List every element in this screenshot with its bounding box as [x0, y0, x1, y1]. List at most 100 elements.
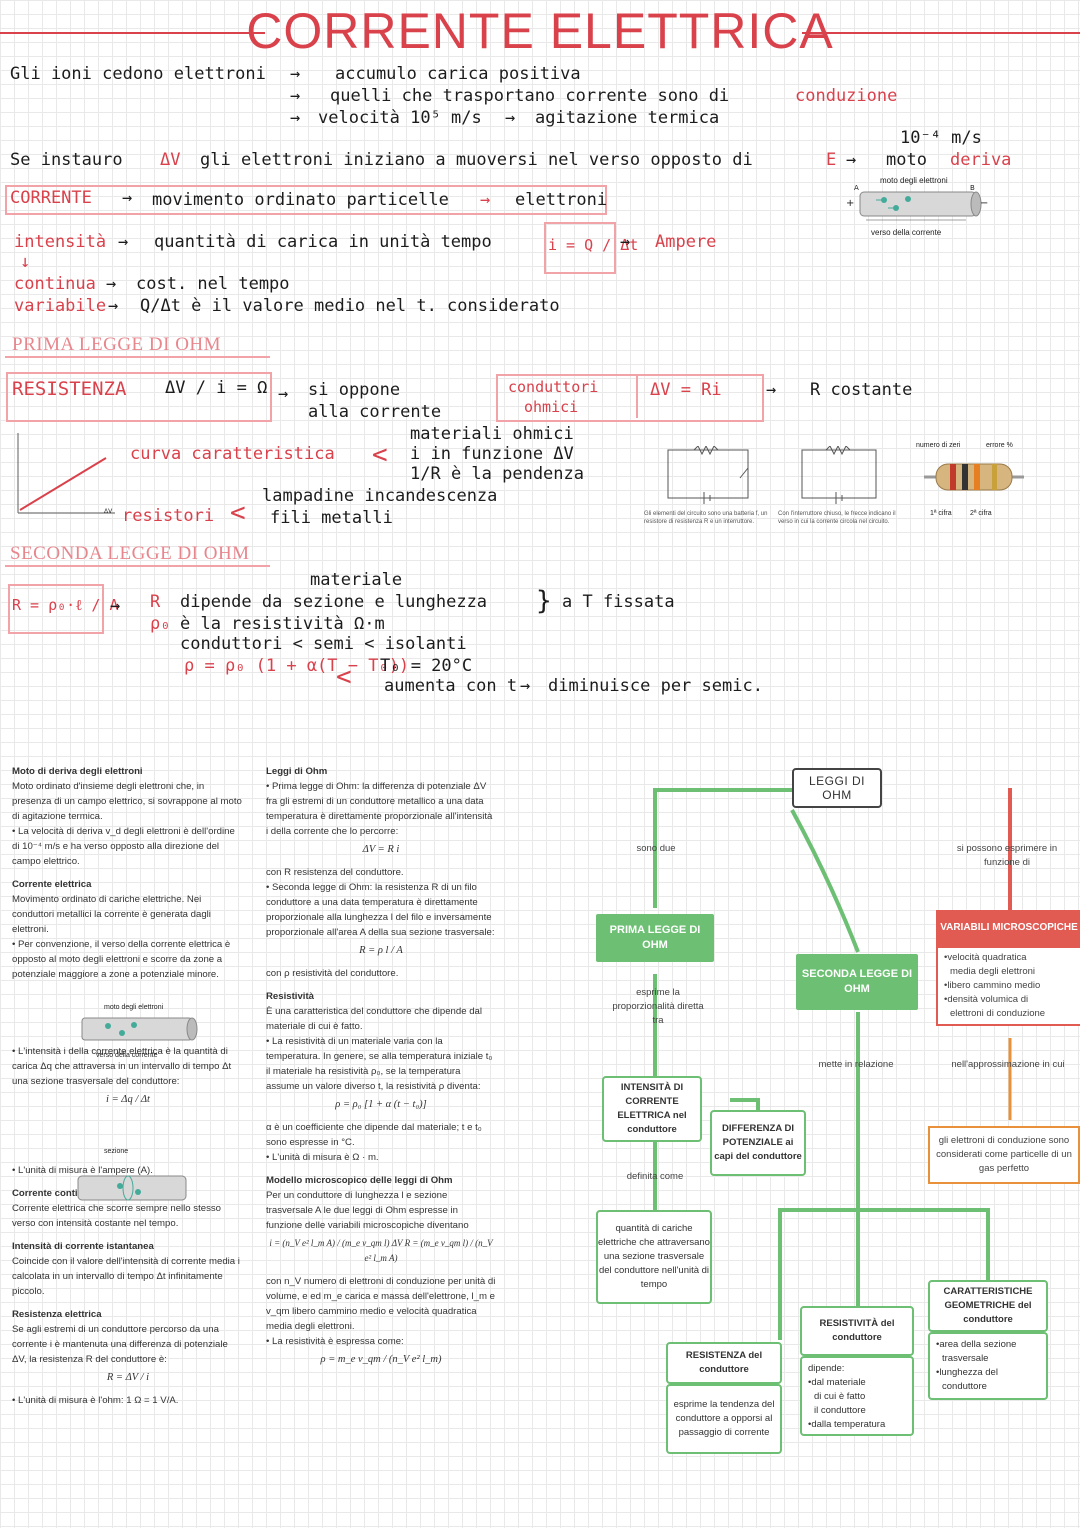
- book-heading: Leggi di Ohm: [266, 766, 328, 777]
- arrow-icon: →: [278, 384, 289, 404]
- intensita-def: quantità di carica in unità tempo: [154, 232, 492, 252]
- book-formula: ρ = ρ₀ [1 + α (t − t₀)]: [335, 1099, 427, 1110]
- book-paragraph: Movimento ordinato di cariche elettriche…: [12, 894, 211, 935]
- note-conduzione: conduzione: [795, 86, 898, 106]
- book-paragraph: Per un conduttore di lunghezza l e sezio…: [266, 1190, 469, 1231]
- r-symbol: R: [150, 592, 161, 612]
- mm-caratt-item: conduttore: [942, 1381, 987, 1392]
- mm-caratt-item: trasversale: [942, 1353, 989, 1364]
- mindmap-root: LEGGI DI OHM: [792, 768, 882, 808]
- conduttori-ohmici-2: ohmici: [524, 398, 579, 416]
- rho-symbol: ρ₀: [150, 614, 171, 634]
- note-ioni: Gli ioni cedono elettroni: [10, 64, 266, 84]
- note-campo-e: E: [826, 150, 837, 170]
- title-rule-left: [0, 32, 265, 34]
- book-paragraph: con R resistenza del conduttore.: [266, 867, 404, 878]
- conductor-svg: [859, 191, 982, 221]
- label-a: A: [854, 184, 859, 192]
- resistenza-formula: ΔV / i = Ω: [165, 378, 268, 398]
- note-agitazione: agitazione termica: [535, 108, 720, 128]
- arrow-icon: →: [290, 86, 301, 106]
- book-formula: ρ = m_e v_qm / (n_V e² l_m): [320, 1354, 442, 1365]
- title-rule-right: [802, 32, 1080, 34]
- book-paragraph: • Per convenzione, il verso della corren…: [12, 939, 231, 980]
- si-oppone-2: alla corrente: [308, 402, 442, 422]
- book-paragraph: Moto ordinato d'insieme degli elettroni …: [12, 781, 242, 822]
- book-paragraph: • L'unità di misura è Ω · m.: [266, 1152, 379, 1163]
- resistor-zeri: numero di zeri: [916, 442, 961, 449]
- book-paragraph: • L'unità di misura è l'ohm: 1 Ω = 1 V/A…: [12, 1395, 179, 1406]
- formula-i-box: [544, 222, 616, 274]
- book-heading: Moto di deriva degli elettroni: [12, 766, 143, 777]
- conduttori-ohmici-1: conduttori: [508, 378, 599, 396]
- page-title: CORRENTE ELETTRICA: [246, 3, 834, 59]
- intensita-label: intensità: [14, 232, 107, 252]
- mm-esprime: esprime la proporzionalità diretta tra: [612, 987, 704, 1026]
- graph-iv: [17, 433, 115, 514]
- resistor-cifra1: 1ª cifra: [930, 510, 952, 517]
- graph-axis-dv: ΔV: [104, 508, 113, 515]
- book-heading: Corrente continua: [12, 1188, 95, 1199]
- mm-intensita: INTENSITÀ DI CORRENTE ELETTRICA nel cond…: [602, 1076, 702, 1142]
- book-sezione-figure: [77, 1175, 187, 1201]
- arrow-down-icon: ↓: [20, 252, 31, 272]
- mm-resistenza: RESISTENZA del conduttore: [666, 1342, 782, 1384]
- resistenza-label: RESISTENZA: [12, 378, 127, 400]
- mm-dipende-item: •dal materiale: [808, 1377, 866, 1388]
- mm-si-possono: si possono esprimere in funzione di: [956, 843, 1058, 868]
- resistenza-box: [6, 372, 272, 422]
- mm-variabili: VARIABILI MICROSCOPICHE: [936, 910, 1080, 946]
- section-rule: [5, 356, 270, 358]
- mm-resistivita: RESISTIVITÀ del conduttore: [800, 1306, 914, 1356]
- mm-variabili-item: •velocità quadratica: [944, 952, 1027, 963]
- mm-prima-legge: PRIMA LEGGE DI OHM: [596, 914, 714, 962]
- note-deriva: deriva: [950, 150, 1012, 170]
- corrente-def: movimento ordinato particelle: [152, 190, 449, 210]
- arrow-icon: →: [505, 108, 516, 128]
- arrow-icon: →: [290, 64, 301, 84]
- resistor-figure: [924, 463, 1024, 491]
- mm-resistenza-desc: esprime la tendenza del conduttore a opp…: [666, 1384, 782, 1454]
- book-column-1: Moto di deriva degli elettroni Moto ordi…: [12, 764, 244, 1408]
- ohmici-divider: [636, 374, 638, 418]
- rho-formula: ρ = ρ₀ (1 + α(T − T₀)): [184, 656, 410, 676]
- in-funzione: i in funzione ΔV: [410, 444, 574, 464]
- mm-approssimazione: nell'approssimazione in cui: [951, 1059, 1065, 1070]
- note-moto: moto: [886, 150, 927, 170]
- aumenta: aumenta con t: [384, 676, 518, 696]
- corrente-label: CORRENTE: [10, 188, 92, 208]
- arrow-icon: →: [520, 676, 531, 696]
- book-paragraph: Se agli estremi di un conduttore percors…: [12, 1324, 228, 1365]
- label-minus: −: [980, 198, 989, 209]
- mm-variabili-item: elettroni di conduzione: [950, 1008, 1046, 1019]
- mm-variabili-item: •libero cammino medio: [944, 980, 1041, 991]
- label-plus: +: [846, 198, 855, 209]
- note-dv: ΔV: [160, 150, 181, 170]
- mm-dipende-item: •dalla temperatura: [808, 1419, 886, 1430]
- brace-icon: <: [230, 498, 246, 528]
- dipende-da: dipende da sezione e lunghezza: [180, 592, 488, 612]
- pendenza: 1/R è la pendenza: [410, 464, 584, 484]
- formula-r: R = ρ₀·ℓ / A: [12, 596, 119, 614]
- book-formula: ΔV = R i: [362, 844, 400, 855]
- book-label-moto: moto degli elettroni: [104, 1004, 164, 1011]
- section-seconda-legge: SECONDA LEGGE DI OHM: [10, 543, 250, 564]
- mm-dipende-item: il conduttore: [814, 1405, 866, 1416]
- note-trasportano: quelli che trasportano corrente sono di: [330, 86, 730, 106]
- variabile-label: variabile: [14, 296, 107, 316]
- formula-i: i = Q / Δt: [548, 236, 639, 254]
- mm-caratteristiche: CARATTERISTICHE GEOMETRICHE del condutto…: [928, 1280, 1048, 1332]
- arrow-icon: →: [766, 380, 777, 400]
- mm-dipende-box: dipende: •dal materiale di cui è fatto i…: [800, 1356, 914, 1436]
- mm-dipende-item: di cui è fatto: [814, 1391, 866, 1402]
- section-rule: [5, 565, 270, 567]
- book-paragraph: con n_V numero di elettroni di conduzion…: [266, 1276, 496, 1332]
- note-deriva-speed: 10⁻⁴ m/s: [900, 128, 982, 148]
- mm-differenza: DIFFERENZA DI POTENZIALE ai capi del con…: [710, 1110, 806, 1176]
- materiale: materiale: [310, 570, 403, 590]
- mm-quantita: quantità di cariche elettriche che attra…: [596, 1210, 712, 1304]
- continua-label: continua: [14, 274, 96, 294]
- book-paragraph: α è un coefficiente che dipende dal mate…: [266, 1122, 482, 1148]
- mm-mette: mette in relazione: [818, 1059, 894, 1070]
